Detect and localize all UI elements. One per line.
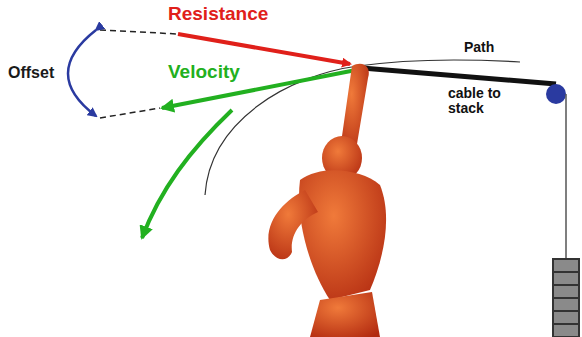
path-curve — [205, 60, 520, 195]
cable-label: cable to stack — [448, 86, 518, 117]
human-figure — [268, 64, 386, 337]
force-label: Resistance — [168, 4, 268, 25]
cable — [362, 68, 556, 84]
force-label: Velocity — [168, 62, 240, 83]
pulley — [546, 84, 566, 104]
cable — [565, 94, 567, 258]
path-label: Path — [464, 40, 494, 55]
weight-stack — [552, 258, 580, 337]
dashed-line — [100, 30, 178, 34]
offset-label: Offset — [8, 64, 54, 82]
offset-bracket — [68, 30, 96, 116]
resistance-arrow — [178, 34, 350, 64]
dashed-line — [100, 108, 160, 118]
velocity-arrow — [142, 110, 232, 238]
